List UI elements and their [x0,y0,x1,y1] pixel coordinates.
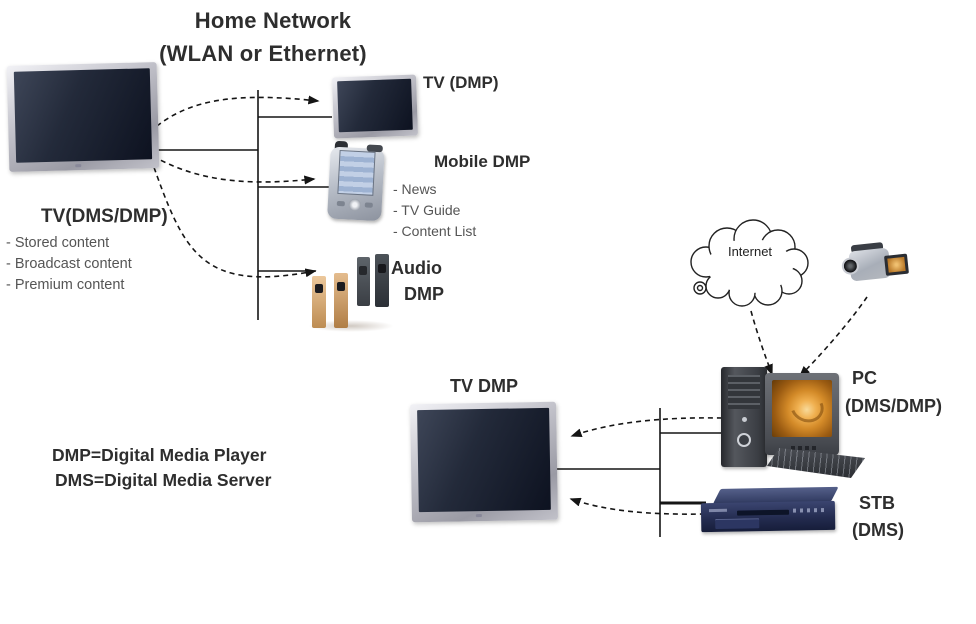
tv-logo [475,514,482,518]
tv-server-item-2: - Premium content [6,277,125,293]
mobile-item-0: - News [393,181,437,197]
tv-dms-dmp-image [6,62,160,172]
pc-keyboard [767,448,865,478]
flow-tvserver-to-tvplayer [149,95,320,133]
audio-dmp-image [308,250,398,334]
tv-screen [13,68,153,163]
stb-buttons [792,508,828,513]
camcorder-image [838,237,911,296]
pc-tower [721,367,767,467]
stb-brand-mark [708,508,728,513]
tv-dmp-large-image [409,401,559,523]
stb-sublabel: (DMS) [852,520,904,540]
tv-player-label: TV (DMP) [423,73,499,92]
legend-line2: DMS=Digital Media Server [55,470,272,490]
flow-tvserver-to-audio [150,158,317,278]
pc-label: PC [852,368,878,388]
tv-screen [417,407,551,513]
page-title-line1: Home Network [194,8,352,33]
stb-image [700,485,842,537]
camcorder-lcd [884,253,909,276]
pc-screen-swirl [785,386,829,428]
pc-monitor-buttons [791,446,817,450]
speaker-driver [337,282,345,291]
tv-dmp-label: TV DMP [450,376,519,396]
flow-stb-to-tvdmp [569,497,706,515]
speaker-driver [378,264,386,273]
tv-screen [337,78,413,133]
audio-dmp-label-line1: Audio [391,258,442,278]
mobile-dmp-label: Mobile DMP [434,152,531,171]
pc-tower-vents [728,375,760,409]
flow-pc-to-tvdmp [570,417,723,438]
mobile-item-2: - Content List [393,223,477,239]
speaker-dark-left [357,257,370,306]
pc-image [721,364,871,484]
stb-front-flap [715,518,760,529]
tv-server-label: TV(DMS/DMP) [41,206,168,227]
pc-power-button [742,417,747,422]
mobile-dmp-image [327,140,389,224]
pc-keyboard-keys [767,448,865,478]
cloud-spiral-inner-icon [696,284,704,292]
internet-label: Internet [727,244,773,259]
pda-screen [337,149,376,196]
pc-sublabel: (DMS/DMP) [845,396,942,416]
stb-front-face [700,500,836,533]
pda-button-right [364,202,373,208]
flow-camcorder-to-pc [798,296,868,378]
speaker-driver [315,284,323,293]
content-flow-arrows [149,95,868,515]
tv-logo [75,164,82,168]
audio-dmp-label-line2: DMP [404,284,444,304]
page-title-line2: (WLAN or Ethernet) [159,41,367,66]
tv-server-item-1: - Broadcast content [6,256,132,272]
pc-logo [737,433,751,447]
pc-monitor-screen [772,380,832,437]
stb-label: STB [859,493,895,513]
cloud-spiral-icon [693,281,707,295]
pda-button-left [336,200,345,207]
flow-tvserver-to-mobile [152,155,316,185]
speaker-tan-left [312,276,326,328]
camcorder-lcd-screen [887,256,906,273]
tv-server-item-0: - Stored content [6,235,110,251]
tv-dmp-small-image [331,74,419,139]
legend-line1: DMP=Digital Media Player [52,445,267,465]
speaker-tan-right [334,273,348,328]
stb-disc-tray [736,509,790,516]
mobile-item-1: - TV Guide [393,202,461,218]
speaker-dark-right [375,254,389,307]
speaker-shadow [308,320,394,332]
pc-monitor [765,373,839,455]
internet-cloud-icon [690,219,809,307]
speaker-driver [359,266,367,275]
